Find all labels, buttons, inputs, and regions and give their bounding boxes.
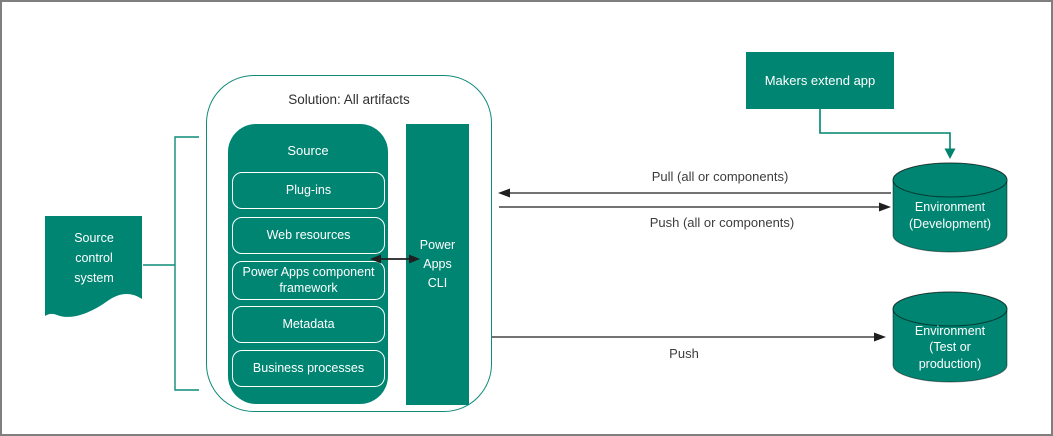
artifact-item-component-framework: Power Apps component framework bbox=[232, 261, 385, 300]
pull-arrow bbox=[498, 188, 891, 198]
environment-test-label: Environment (Test or production) bbox=[914, 324, 986, 371]
source-control-system-label: Source control system bbox=[74, 231, 114, 285]
solution-container bbox=[206, 75, 492, 412]
makers-extend-app-box: Makers extend app bbox=[746, 52, 894, 109]
power-apps-cli-box: Power Apps CLI bbox=[406, 124, 469, 405]
pull-arrow-label: Pull (all or components) bbox=[651, 169, 789, 184]
source-group bbox=[228, 124, 388, 404]
environment-development-label: Environment (Development) bbox=[909, 200, 991, 231]
bracket bbox=[174, 136, 199, 391]
artifact-item-web-resources: Web resources bbox=[232, 217, 385, 254]
artifact-item-metadata: Metadata bbox=[232, 306, 385, 343]
push-arrow-label: Push (all or components) bbox=[649, 215, 795, 230]
artifact-item-business-processes: Business processes bbox=[232, 350, 385, 387]
solution-title: Solution: All artifacts bbox=[288, 92, 410, 107]
makers-connector-arrow bbox=[819, 109, 956, 159]
push-bottom-arrow bbox=[492, 332, 886, 342]
source-group-title: Source bbox=[287, 143, 329, 158]
artifact-item-plug-ins: Plug-ins bbox=[232, 172, 385, 209]
push-bottom-arrow-label: Push bbox=[669, 346, 699, 361]
push-arrow bbox=[499, 202, 891, 212]
